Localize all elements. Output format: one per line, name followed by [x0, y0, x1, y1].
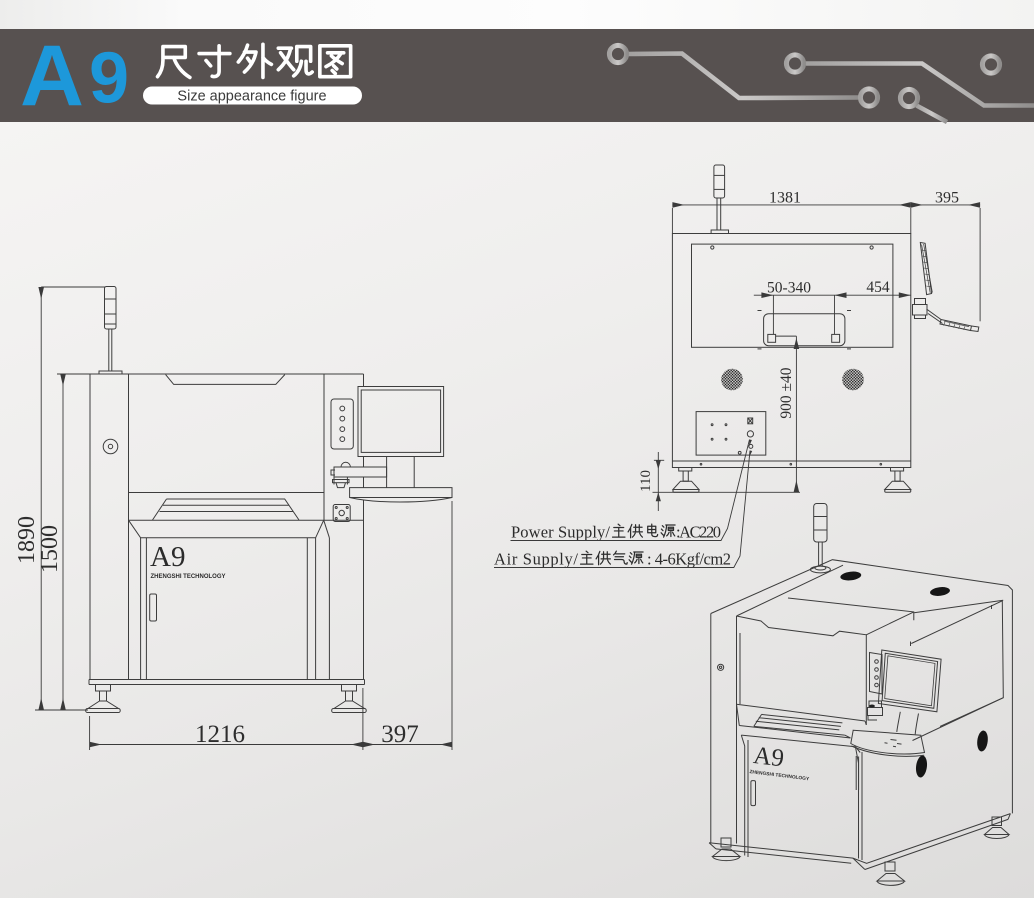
svg-text:1500: 1500 [37, 525, 63, 573]
svg-text:A9: A9 [150, 541, 185, 573]
svg-text:110: 110 [638, 470, 654, 492]
svg-text:397: 397 [381, 721, 419, 748]
svg-text:1890: 1890 [14, 516, 40, 564]
svg-text:1381: 1381 [769, 190, 801, 207]
svg-text:Power Supply/: Power Supply/ [511, 523, 610, 542]
svg-text:ZHENGSHI TECHNOLOGY: ZHENGSHI TECHNOLOGY [151, 574, 226, 580]
svg-text:: 4-6Kgf/cm2: : 4-6Kgf/cm2 [647, 550, 731, 569]
svg-text:A: A [20, 28, 84, 124]
svg-text:Size appearance figure: Size appearance figure [177, 89, 326, 105]
svg-text:900 ±40: 900 ±40 [778, 367, 795, 418]
svg-text:50-340: 50-340 [767, 280, 811, 297]
svg-text:454: 454 [866, 279, 890, 296]
svg-text::AC220: :AC220 [676, 523, 721, 542]
svg-text:A9: A9 [752, 742, 786, 773]
svg-text:395: 395 [935, 190, 959, 207]
svg-text:1216: 1216 [195, 721, 245, 748]
svg-text:9: 9 [89, 39, 129, 119]
svg-text:Air Supply/: Air Supply/ [494, 550, 578, 569]
